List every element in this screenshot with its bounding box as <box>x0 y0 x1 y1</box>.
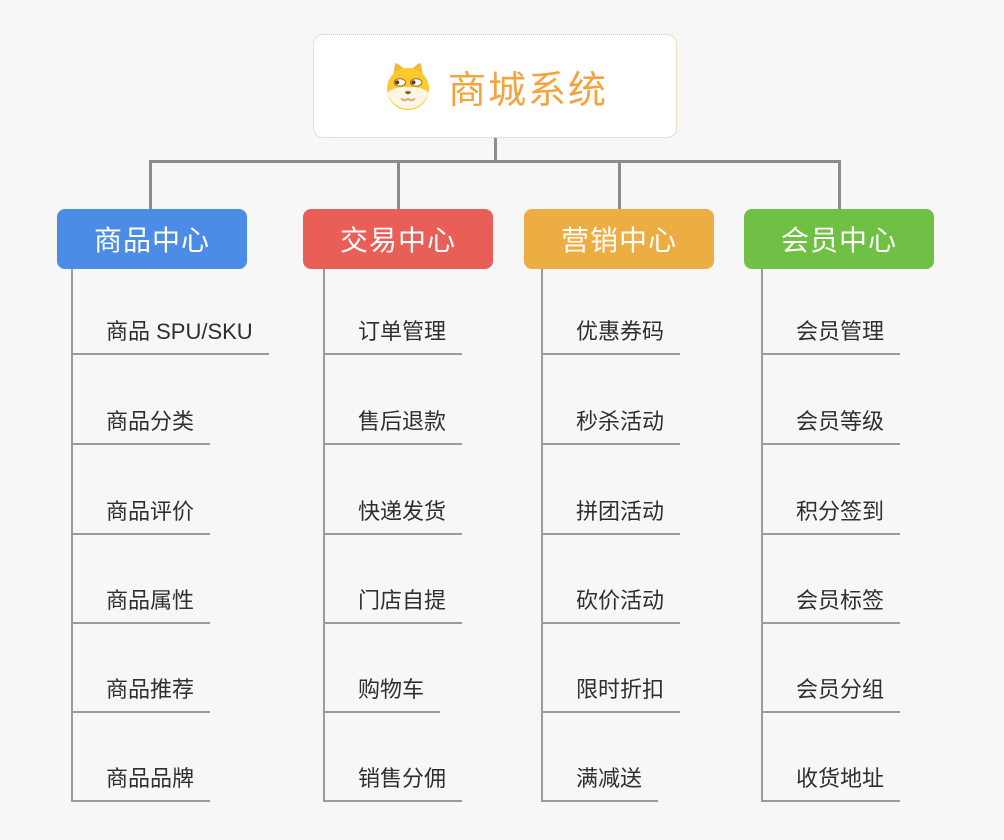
branch-label: 会员中心 <box>780 225 897 256</box>
branch-label: 交易中心 <box>339 225 456 256</box>
leaf-node[interactable]: 商品推荐 <box>71 673 211 713</box>
leaf-node[interactable]: 拼团活动 <box>541 495 681 535</box>
leaf-node[interactable]: 限时折扣 <box>541 673 681 713</box>
leaf-node[interactable]: 会员等级 <box>761 405 901 445</box>
leaf-node[interactable]: 快递发货 <box>323 495 463 535</box>
leaf-node[interactable]: 积分签到 <box>761 495 901 535</box>
leaf-node[interactable]: 砍价活动 <box>541 584 681 624</box>
branch-node-marketing-center[interactable]: 营销中心 <box>524 209 714 269</box>
leaf-node[interactable]: 商品 SPU/SKU <box>71 315 269 355</box>
root-title: 商城系统 <box>447 69 608 112</box>
root-node[interactable]: 商城系统 <box>313 34 677 138</box>
connector-drop-product <box>149 160 152 210</box>
branch-node-product-center[interactable]: 商品中心 <box>57 209 247 269</box>
connector-horizontal <box>149 160 841 163</box>
leaf-node[interactable]: 秒杀活动 <box>541 405 681 445</box>
leaf-node[interactable]: 商品属性 <box>71 584 211 624</box>
leaf-node[interactable]: 购物车 <box>323 673 441 713</box>
leaf-node[interactable]: 优惠券码 <box>541 315 681 355</box>
branch-column-trade-center: 订单管理 售后退款 快递发货 门店自提 购物车 销售分佣 <box>323 269 563 802</box>
leaf-node[interactable]: 满减送 <box>541 762 659 802</box>
leaf-node[interactable]: 门店自提 <box>323 584 463 624</box>
connector-drop-member <box>838 160 841 210</box>
leaf-node[interactable]: 商品分类 <box>71 405 211 445</box>
branch-label: 商品中心 <box>93 225 210 256</box>
dog-face-icon <box>382 62 434 111</box>
branch-node-trade-center[interactable]: 交易中心 <box>303 209 493 269</box>
leaf-node[interactable]: 收货地址 <box>761 762 901 802</box>
branch-column-marketing-center: 优惠券码 秒杀活动 拼团活动 砍价活动 限时折扣 满减送 <box>541 269 781 802</box>
connector-drop-trade <box>397 160 400 210</box>
leaf-node[interactable]: 销售分佣 <box>323 762 463 802</box>
leaf-node[interactable]: 商品品牌 <box>71 762 211 802</box>
branch-column-product-center: 商品 SPU/SKU 商品分类 商品评价 商品属性 商品推荐 商品品牌 <box>71 269 311 802</box>
connector-drop-marketing <box>618 160 621 210</box>
leaf-node[interactable]: 会员标签 <box>761 584 901 624</box>
leaf-node[interactable]: 商品评价 <box>71 495 211 535</box>
connector-root-drop <box>494 138 497 162</box>
leaf-node[interactable]: 订单管理 <box>323 315 463 355</box>
branch-node-member-center[interactable]: 会员中心 <box>744 209 934 269</box>
leaf-node[interactable]: 售后退款 <box>323 405 463 445</box>
leaf-node[interactable]: 会员分组 <box>761 673 901 713</box>
branch-label: 营销中心 <box>560 225 677 256</box>
leaf-node[interactable]: 会员管理 <box>761 315 901 355</box>
branch-column-member-center: 会员管理 会员等级 积分签到 会员标签 会员分组 收货地址 <box>761 269 1001 802</box>
